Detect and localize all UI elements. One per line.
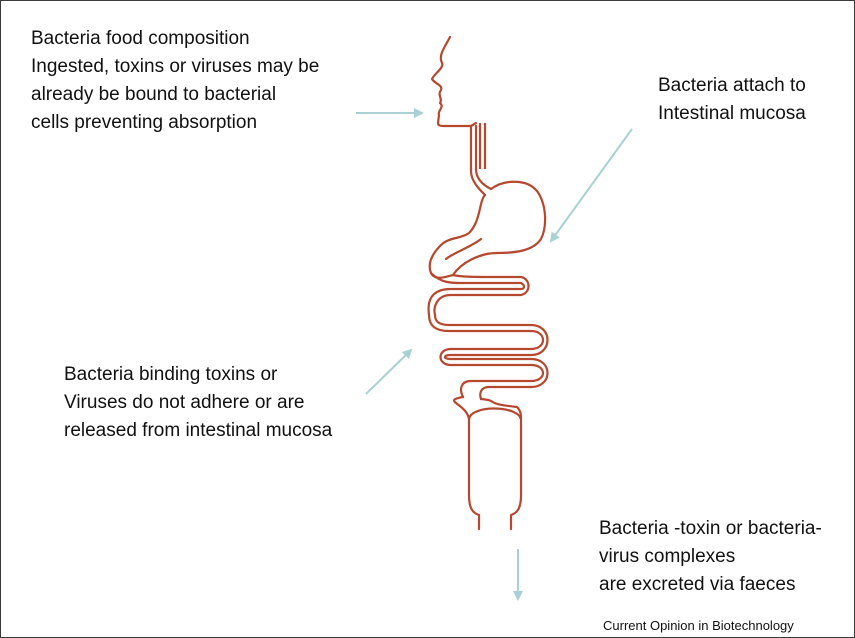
label-line: Bacteria binding toxins or <box>64 361 332 389</box>
stomach-inner-fold <box>446 239 481 259</box>
arrow-to-intestine <box>366 350 411 394</box>
colon-outline <box>481 399 521 529</box>
label-line: Intestinal mucosa <box>658 100 806 128</box>
label-line: already be bound to bacterial <box>31 81 319 109</box>
esophagus-outline <box>476 126 491 189</box>
label-line: are excreted via faeces <box>599 571 822 599</box>
label-line: cells preventing absorption <box>31 109 319 137</box>
label-line: virus complexes <box>599 543 822 571</box>
label-excreted-complexes: Bacteria -toxin or bacteria- virus compl… <box>599 515 822 599</box>
label-line: Ingested, toxins or viruses may be <box>31 53 319 81</box>
label-line: Bacteria food composition <box>31 25 319 53</box>
small-intestine-outline <box>435 315 548 399</box>
label-line: Bacteria attach to <box>658 72 806 100</box>
label-binding-toxins: Bacteria binding toxins or Viruses do no… <box>64 361 332 445</box>
face-profile-outline <box>432 37 450 123</box>
label-food-composition: Bacteria food composition Ingested, toxi… <box>31 25 319 137</box>
stomach-outline <box>430 182 545 278</box>
source-credit: Current Opinion in Biotechnology <box>603 618 794 634</box>
colon-outline <box>454 397 479 529</box>
label-attach-mucosa: Bacteria attach to Intestinal mucosa <box>658 72 806 128</box>
arrow-to-stomach <box>551 129 632 241</box>
label-line: Bacteria -toxin or bacteria- <box>599 515 822 543</box>
duodenum-outline <box>435 275 529 315</box>
label-line: Viruses do not adhere or are <box>64 389 332 417</box>
rectum-cap <box>469 409 521 420</box>
label-line: released from intestinal mucosa <box>64 417 332 445</box>
